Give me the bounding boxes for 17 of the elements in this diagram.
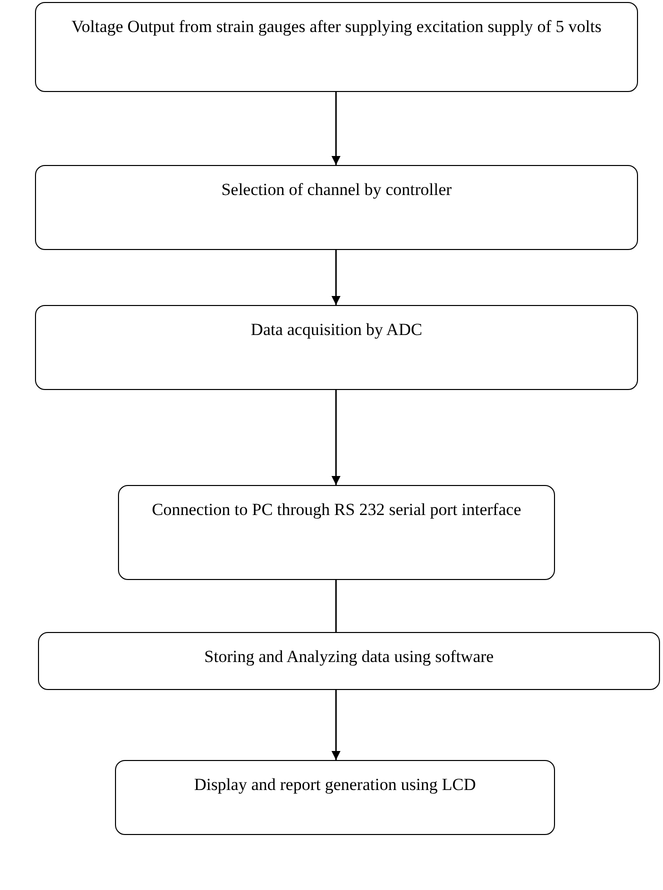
box-text: Display and report generation using LCD (194, 774, 476, 796)
connector-line (335, 580, 337, 632)
box-text: Voltage Output from strain gauges after supplying excitation supply of 5 volts (72, 16, 602, 38)
arrow (332, 690, 340, 760)
process-box (38, 632, 660, 690)
arrow (332, 92, 340, 165)
process-box (35, 2, 638, 92)
box-text: Storing and Analyzing data using software (204, 646, 494, 668)
process-box (35, 305, 638, 390)
arrow (332, 250, 340, 305)
arrow (332, 390, 340, 485)
box-text: Selection of channel by controller (221, 179, 452, 201)
box-text: Connection to PC through RS 232 serial port interface (152, 499, 522, 521)
process-box (115, 760, 555, 835)
process-box (35, 165, 638, 250)
box-text: Data acquisition by ADC (250, 319, 422, 341)
process-box (118, 485, 555, 580)
